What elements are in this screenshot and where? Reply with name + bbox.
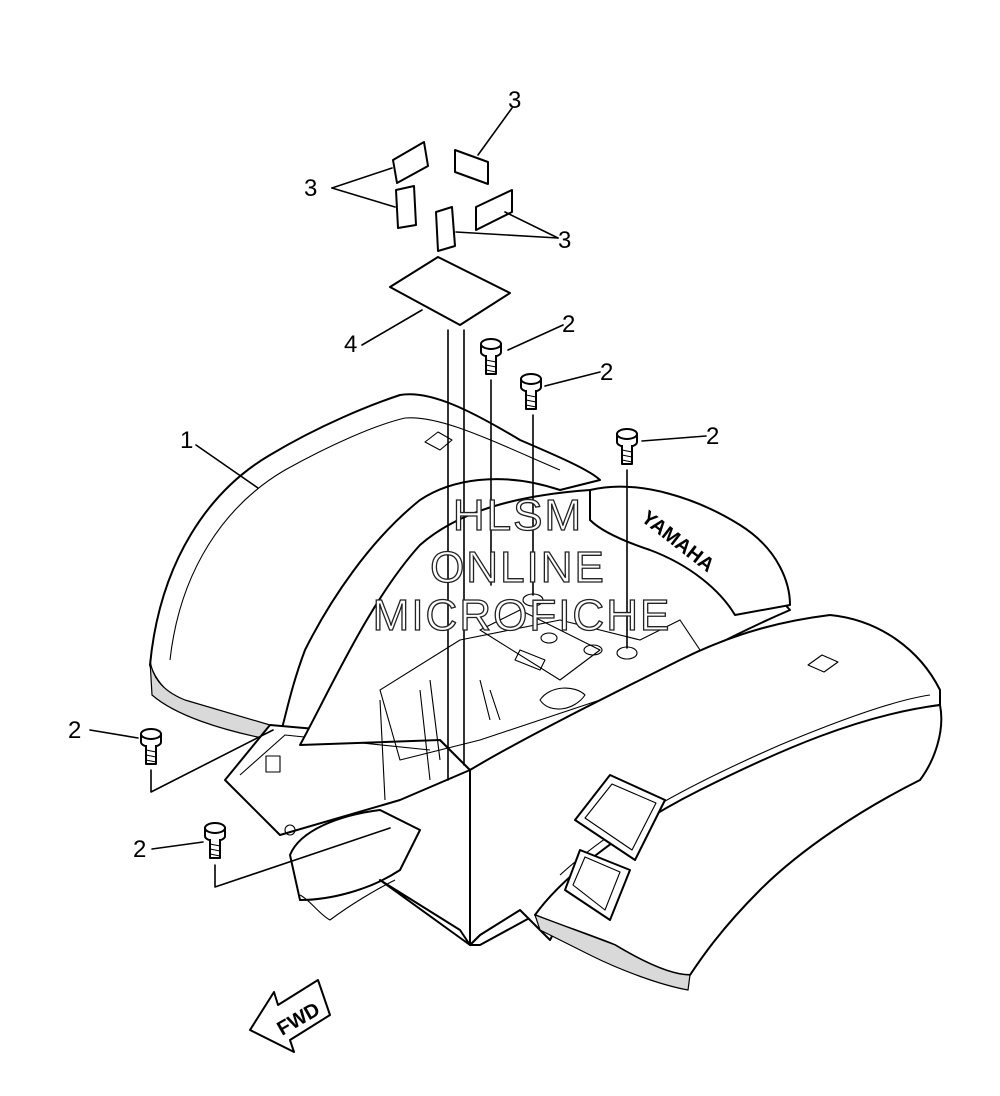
decal-3a	[392, 141, 429, 184]
callout-3-top: 3	[508, 87, 521, 114]
callout-2-d: 2	[68, 717, 81, 744]
forward-arrow-icon	[249, 979, 331, 1053]
bolts-part-2	[140, 338, 638, 859]
decal-3d	[475, 189, 513, 231]
decal-3e	[435, 206, 456, 252]
assembly-lines	[150, 329, 628, 888]
bolt-left-1	[140, 728, 162, 765]
decal-3b	[454, 149, 489, 185]
callout-numbers: 3 3 3 4 2 2 2 2 2 1	[68, 87, 719, 863]
decal-part-4	[389, 256, 511, 326]
callout-3-right: 3	[558, 227, 571, 254]
callout-2-a: 2	[562, 311, 575, 338]
watermark-line-1: HLSM	[453, 491, 583, 540]
callout-2-b: 2	[600, 359, 613, 386]
watermark: HLSM ONLINE MICROFICHE	[372, 490, 672, 640]
leader-lines	[89, 107, 707, 850]
watermark-line-2: ONLINE	[430, 543, 606, 592]
bolt-top-3	[616, 428, 638, 465]
forward-arrow: FWD	[249, 979, 331, 1053]
watermark-line-3: MICROFICHE	[373, 591, 672, 640]
bolt-top-1	[480, 338, 502, 375]
bolt-top-2	[520, 373, 542, 410]
callout-3-left: 3	[304, 175, 317, 202]
callout-4: 4	[344, 331, 357, 358]
decals-part-3	[392, 141, 513, 252]
callout-2-e: 2	[133, 836, 146, 863]
decal-3c	[395, 185, 417, 229]
bolt-left-2	[204, 822, 226, 859]
callout-1: 1	[180, 427, 193, 454]
callout-2-c: 2	[706, 423, 719, 450]
rear-fender: YAMAHA	[149, 393, 943, 991]
